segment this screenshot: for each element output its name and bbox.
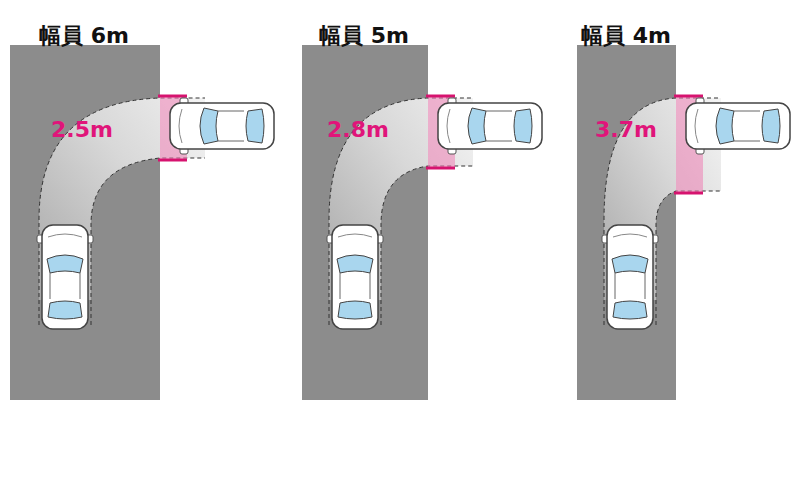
panel: [577, 45, 790, 400]
roof-line: [734, 111, 760, 141]
car-body: [686, 103, 790, 149]
hood-line: [695, 109, 698, 143]
distance-label: 3.7m: [595, 118, 657, 142]
car-body: [332, 225, 378, 329]
windshield: [337, 255, 373, 273]
rear-window: [762, 109, 780, 143]
distance-label: 2.5m: [51, 118, 113, 142]
band-edge: [158, 95, 187, 98]
car: [170, 98, 274, 154]
swath-edge: [656, 191, 721, 325]
band-edge: [426, 167, 455, 170]
car: [602, 225, 658, 329]
rear-window: [48, 301, 82, 319]
car: [438, 98, 542, 154]
road-width-title: 幅員 6m: [39, 24, 129, 48]
hood-line: [613, 234, 647, 237]
rear-window: [613, 301, 647, 319]
road-width-title: 幅員 5m: [319, 24, 409, 48]
rear-window: [338, 301, 372, 319]
car-body: [42, 225, 88, 329]
panel: [302, 45, 542, 400]
hood-line: [338, 234, 372, 237]
windshield: [200, 108, 218, 144]
hood-line: [179, 109, 182, 143]
windshield: [47, 255, 83, 273]
band-edge: [426, 95, 455, 98]
car-body: [438, 103, 542, 149]
roof-line: [340, 273, 370, 299]
windshield: [612, 255, 648, 273]
panel: [10, 45, 274, 400]
band-edge: [674, 192, 703, 195]
rear-window: [246, 109, 264, 143]
car: [37, 225, 93, 329]
car-body: [607, 225, 653, 329]
car: [686, 98, 790, 154]
roof-line: [218, 111, 244, 141]
roof-line: [615, 273, 645, 299]
distance-label: 2.8m: [327, 118, 389, 142]
band-edge: [674, 95, 703, 98]
swath-edge: [91, 158, 205, 325]
roof-line: [50, 273, 80, 299]
windshield: [468, 108, 486, 144]
rear-window: [514, 109, 532, 143]
band-edge: [158, 159, 187, 162]
car-body: [170, 103, 274, 149]
road-width-title: 幅員 4m: [581, 24, 671, 48]
roof-line: [486, 111, 512, 141]
windshield: [716, 108, 734, 144]
car: [327, 225, 383, 329]
hood-line: [447, 109, 450, 143]
swath-edge: [381, 166, 473, 325]
hood-line: [48, 234, 82, 237]
